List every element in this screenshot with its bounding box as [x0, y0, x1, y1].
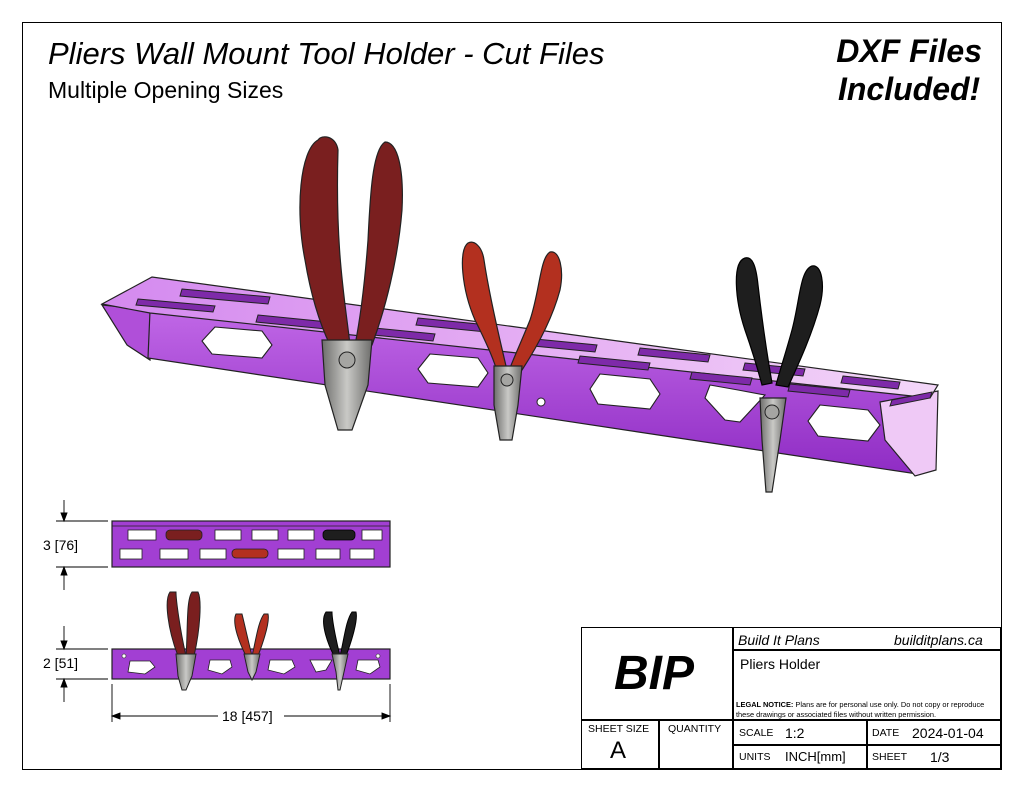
small-pliers [735, 257, 823, 493]
scale-value: 1:2 [785, 725, 805, 741]
legal-notice-label: LEGAL NOTICE: [736, 700, 794, 709]
tb-divider-vertical-main [732, 627, 734, 769]
drawing-sheet-border [22, 22, 1002, 770]
tb-divider-company [732, 649, 1001, 651]
bip-logo: BIP [614, 647, 695, 700]
dimension-height-top-view: 3 [76] [43, 537, 79, 553]
front-cutouts [201, 326, 881, 442]
dimension-width: 18 [457] [222, 708, 273, 724]
medium-pliers [461, 241, 563, 441]
large-pliers [299, 136, 403, 431]
title-block [581, 627, 1001, 769]
holder-left-end [100, 304, 153, 362]
part-name: Pliers Holder [740, 656, 821, 672]
legal-notice-text: Plans are for personal use only. Do not … [736, 700, 985, 719]
scale-label: SCALE [739, 727, 774, 739]
tb-divider-lower [581, 719, 1001, 721]
quantity-label: QUANTITY [668, 723, 722, 735]
dimension-height-front-view: 2 [51] [43, 655, 79, 671]
front-view [111, 591, 391, 691]
sheet-size-label: SHEET SIZE [588, 723, 650, 735]
date-value: 2024-01-04 [912, 725, 984, 741]
tb-divider-size-qty [658, 719, 660, 769]
company-website[interactable]: builditplans.ca [894, 632, 983, 648]
tb-divider-scale-date [866, 719, 868, 769]
page-subtitle: Multiple Opening Sizes [48, 77, 284, 103]
units-label: UNITS [739, 751, 771, 763]
top-view [111, 520, 391, 568]
legal-notice: LEGAL NOTICE: Plans are for personal use… [736, 700, 996, 720]
company-name: Build It Plans [738, 632, 820, 648]
dxf-badge-line-1: DXF Files [836, 33, 982, 69]
isometric-view [100, 136, 939, 493]
dimension-lines [56, 500, 392, 722]
dxf-badge: DXF Files Included! [836, 32, 982, 108]
holder-top-shelf [100, 276, 939, 399]
units-value: INCH[mm] [785, 749, 846, 764]
sheet-number: 1/3 [930, 749, 950, 765]
mount-hole [536, 397, 546, 407]
page-title: Pliers Wall Mount Tool Holder - Cut File… [48, 36, 605, 71]
sheet-size-value: A [610, 737, 627, 764]
dxf-badge-line-2: Included! [837, 71, 981, 107]
sheet-label: SHEET [872, 751, 908, 763]
date-label: DATE [872, 727, 900, 739]
